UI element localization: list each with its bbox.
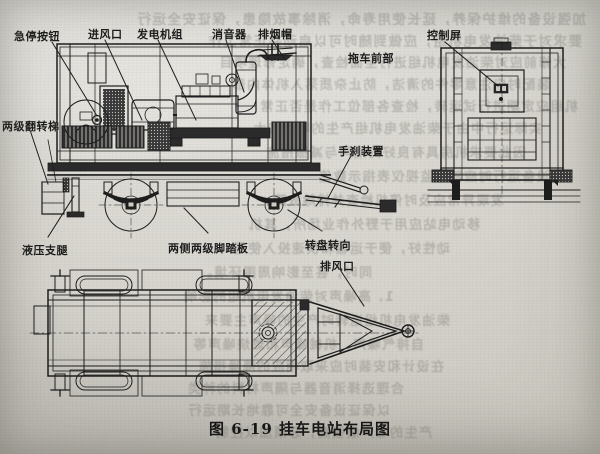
callout-smoke-hood: 排烟帽 [258,28,293,41]
exhaust-outlet-plan [299,299,310,311]
front-elevation [427,37,581,203]
air-intake-grille [99,85,129,135]
callout-trailer-front: 拖车前部 [348,52,394,65]
callout-footboards: 两侧两级脚踏板 [168,242,249,255]
callout-hydraulic-leg: 液压支腿 [22,244,68,257]
left-tank [63,99,109,145]
callout-air-intake: 进风口 [88,28,123,41]
callout-muffler: 消音器 [212,28,247,41]
hand-brake-device [305,195,397,213]
callout-exhaust-outlet: 排风口 [320,260,355,273]
tow-hitch-side [319,174,369,195]
footboard-steps [166,181,240,207]
muffler [235,48,269,115]
figure-caption: 图 6-19 挂车电站布局图 [209,420,391,438]
callout-generator-set: 发电机组 [137,28,183,41]
drawbar-a-frame [308,300,415,366]
callout-leader-lines [29,39,499,307]
generator-set [131,73,271,147]
wheel-assembly-rear [98,172,164,239]
plan-outriggers [50,269,254,397]
callout-hand-brake: 手刹装置 [338,145,384,158]
hydraulic-support-leg [62,177,85,218]
plan-view [29,269,421,397]
wheel-assembly-front [241,172,307,239]
lower-equipment-banks [61,121,307,151]
callout-turntable-steer: 转盘转向 [305,239,351,252]
flip-over-ladder [41,139,65,215]
exhaust-stack [257,43,297,61]
chassis-frame [47,162,331,180]
callout-flip-ladder: 两级翻转梯 [2,120,60,133]
plan-wheels [69,269,253,397]
callout-control-panel: 控制屏 [427,29,462,42]
callout-emergency-stop: 急停按钮 [14,30,60,43]
